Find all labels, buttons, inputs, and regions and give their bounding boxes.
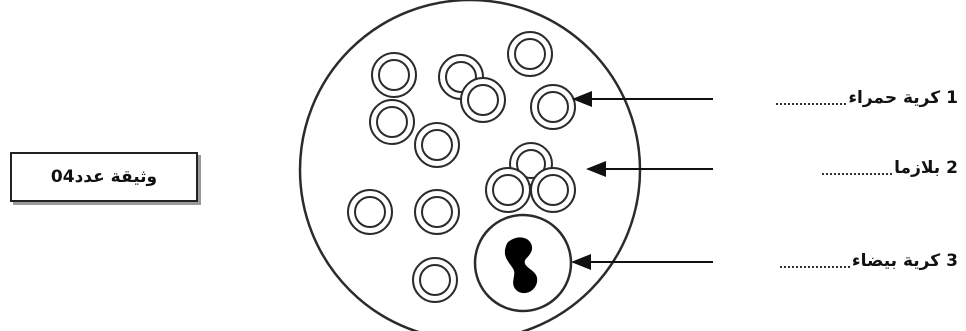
dotted-line bbox=[822, 173, 892, 175]
dotted-line bbox=[776, 103, 846, 105]
red-blood-cell bbox=[461, 78, 505, 122]
label-name: بلازما bbox=[894, 158, 940, 178]
document-label: وثيقة عدد04 bbox=[51, 167, 157, 187]
red-blood-cell bbox=[415, 190, 459, 234]
label-red-cell: 1 كرية حمراء bbox=[776, 88, 958, 108]
label-name: كرية بيضاء bbox=[852, 251, 940, 271]
red-blood-cell bbox=[531, 85, 575, 129]
document-label-box: وثيقة عدد04 bbox=[10, 152, 198, 202]
red-blood-cell bbox=[508, 32, 552, 76]
label-white-cell: 3 كرية بيضاء bbox=[780, 251, 958, 271]
red-blood-cell bbox=[348, 190, 392, 234]
red-blood-cell bbox=[415, 123, 459, 167]
label-number: 3 bbox=[946, 251, 958, 271]
red-blood-cell bbox=[372, 53, 416, 97]
label-name: كرية حمراء bbox=[848, 88, 940, 108]
microscope-field bbox=[300, 0, 640, 331]
label-number: 1 bbox=[946, 88, 958, 108]
red-blood-cell bbox=[413, 258, 457, 302]
label-plasma: 2 بلازما bbox=[822, 158, 958, 178]
red-blood-cell bbox=[531, 168, 575, 212]
dotted-line bbox=[780, 266, 850, 268]
red-blood-cell bbox=[370, 100, 414, 144]
white-blood-cell bbox=[475, 215, 571, 311]
red-blood-cell bbox=[486, 168, 530, 212]
label-number: 2 bbox=[946, 158, 958, 178]
